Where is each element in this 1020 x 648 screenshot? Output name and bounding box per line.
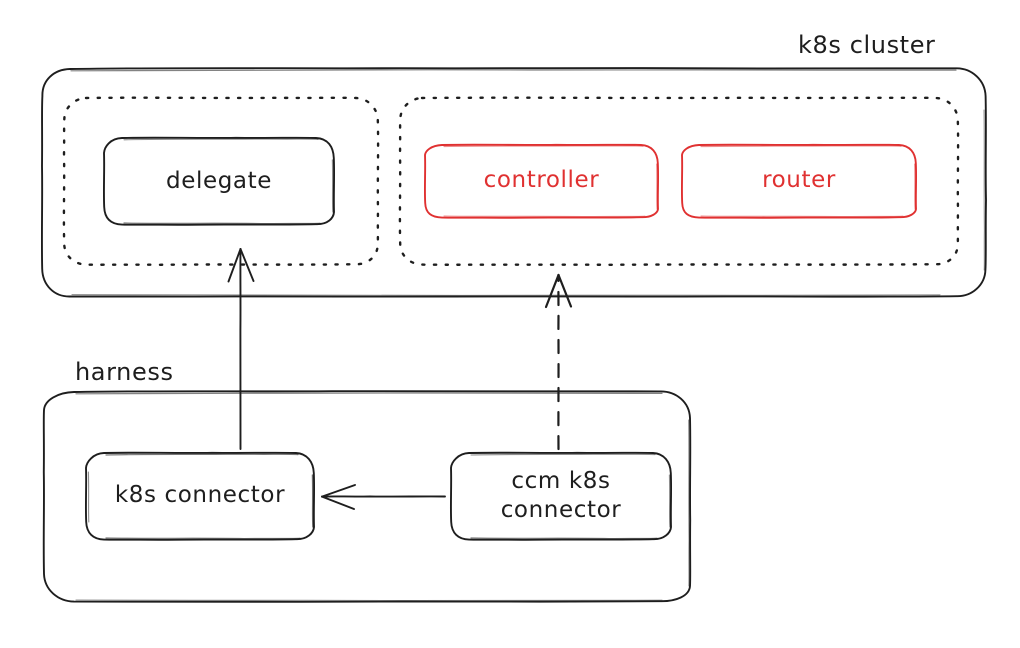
edge-ccm-to-controller-group[interactable] — [544, 273, 573, 451]
router-node-label: router — [762, 167, 836, 194]
harness-title: harness — [75, 358, 174, 386]
edge-k8s-connector-to-delegate[interactable] — [227, 248, 255, 450]
k8s-connector-node-label: k8s connector — [114, 482, 286, 509]
delegate-node-label: delegate — [166, 167, 272, 194]
ccm-label-line-2: connector — [500, 497, 622, 523]
ccm-label-line-1: ccm k8s — [511, 467, 611, 494]
ccm-k8s-connector-node-label: ccm k8s connector — [451, 453, 671, 539]
ccm-k8s-connector-node-box[interactable] — [449, 451, 673, 541]
harness-boundary[interactable] — [42, 390, 692, 603]
controller-node-label: controller — [483, 167, 600, 194]
k8s-cluster-title: k8s cluster — [798, 31, 936, 59]
controller-router-group-boundary[interactable] — [398, 96, 960, 267]
controller-node-box[interactable] — [423, 143, 660, 219]
delegate-node-box[interactable] — [102, 136, 336, 226]
k8s-connector-node-box[interactable] — [84, 451, 316, 541]
router-node-box[interactable] — [680, 143, 918, 219]
edge-ccm-to-k8s-connector[interactable] — [321, 484, 446, 510]
k8s-cluster-boundary[interactable] — [40, 67, 987, 298]
